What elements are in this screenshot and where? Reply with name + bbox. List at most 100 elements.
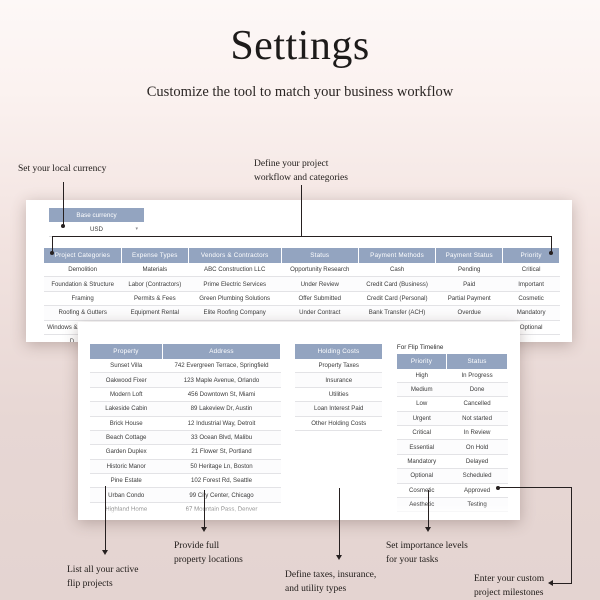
table-row[interactable]: Riverside Apt14 River St, Nashville (90, 516, 281, 520)
column-header-address[interactable]: Address (162, 344, 282, 359)
table-cell[interactable]: Sunset Villa (90, 359, 163, 374)
table-cell[interactable]: Equipment Rental (121, 305, 189, 321)
table-cell[interactable]: Prime Electric Services (188, 276, 282, 292)
table-cell[interactable]: Aesthetic (396, 497, 447, 513)
table-cell[interactable]: Structural (396, 511, 447, 520)
column-header-priority[interactable]: Priority (396, 353, 448, 369)
table-cell[interactable]: 12 Industrial Way, Detroit (162, 416, 281, 431)
table-cell[interactable]: Optional (396, 468, 447, 484)
table-cell[interactable]: Permits & Fees (121, 291, 189, 307)
table-cell[interactable]: Historic Manor (90, 459, 163, 475)
table-cell[interactable]: Mandatory (502, 305, 560, 321)
table-cell[interactable]: Important (502, 276, 560, 292)
table-cell[interactable]: Delayed (446, 454, 508, 470)
table-cell[interactable]: Materials (121, 263, 189, 278)
table-cell[interactable]: Foundation & Structure (44, 276, 122, 292)
table-cell[interactable]: Property Taxes (295, 359, 383, 374)
table-cell[interactable]: Framing (44, 291, 122, 307)
table-cell[interactable]: Low (396, 396, 447, 412)
table-cell[interactable]: In Review (446, 425, 508, 441)
table-cell[interactable]: On Hold (446, 439, 508, 455)
table-cell[interactable]: Cancelled (446, 396, 508, 412)
table-cell[interactable]: 89 Lakeview Dr, Austin (162, 401, 281, 417)
base-currency-widget[interactable]: Base currency USD ▾ (49, 208, 144, 237)
table-cell[interactable]: 50 Heritage Ln, Boston (162, 459, 281, 475)
table-cell[interactable]: Testing (446, 497, 508, 513)
table-cell[interactable]: 33 Ocean Blvd, Malibu (162, 430, 281, 446)
table-cell[interactable]: High (396, 368, 447, 383)
table-cell[interactable]: Other Holding Costs (295, 416, 383, 431)
table-cell[interactable]: Cash (358, 263, 436, 278)
column-header-payment-status[interactable]: Payment Status (435, 248, 504, 263)
table-cell[interactable]: Brick House (90, 416, 163, 431)
table-cell[interactable]: Credit Card (Business) (358, 276, 436, 292)
chevron-down-icon[interactable]: ▾ (135, 226, 138, 232)
table-row[interactable]: Loan Interest Paid (295, 401, 383, 417)
table-cell[interactable]: Credit Card (Personal) (358, 291, 436, 307)
table-cell[interactable]: Overdue (435, 305, 503, 321)
table-cell[interactable]: Demolition (44, 263, 122, 278)
column-header-project-categories[interactable]: Project Categories (44, 248, 122, 263)
table-cell[interactable]: Essential (396, 439, 447, 455)
table-cell[interactable]: Beach Cottage (90, 430, 163, 446)
table-cell[interactable]: Labor (Contractors) (121, 276, 189, 292)
table-cell[interactable]: Under Review (281, 276, 359, 292)
table-cell[interactable]: Opportunity Research (281, 263, 359, 278)
table-cell[interactable]: 123 Maple Avenue, Orlando (162, 372, 281, 388)
table-cell[interactable]: 67 Mountain Pass, Denver (162, 502, 281, 518)
table-cell[interactable]: Scheduled (446, 468, 508, 484)
table-cell[interactable]: Urban Condo (90, 487, 163, 503)
table-cell[interactable]: Green Plumbing Solutions (188, 291, 282, 307)
column-header-holding-costs[interactable]: Holding Costs (295, 344, 383, 359)
table-cell[interactable]: Medium (396, 382, 447, 398)
table-cell[interactable]: Oakwood Fixer (90, 372, 163, 388)
table-cell[interactable]: Roofing & Gutters (44, 305, 122, 321)
column-header-status[interactable]: Status (446, 353, 508, 369)
table-cell[interactable]: Partial Payment (435, 291, 503, 307)
table-cell[interactable]: Highland Home (90, 502, 163, 518)
table-row[interactable]: Insurance (295, 372, 383, 388)
table-cell[interactable]: Cosmetic (396, 483, 447, 498)
column-header-priority[interactable]: Priority (502, 248, 560, 263)
table-cell[interactable]: Under Contract (281, 305, 359, 321)
table-cell[interactable]: Pending (435, 263, 503, 278)
table-cell[interactable]: Approved (446, 483, 508, 498)
table-cell[interactable]: Pine Estate (90, 473, 163, 489)
table-row[interactable]: Property Taxes (295, 359, 383, 374)
table-cell[interactable]: Loan Interest Paid (295, 401, 383, 417)
table-cell[interactable]: Modern Loft (90, 387, 163, 403)
table-cell[interactable]: Critical (396, 425, 447, 441)
table-cell[interactable]: In Progress (446, 368, 508, 383)
column-header-property[interactable]: Property (90, 344, 163, 359)
table-cell[interactable]: 456 Downtown St, Miami (162, 387, 281, 403)
table-cell[interactable]: Offer Submitted (281, 291, 359, 307)
table-cell[interactable]: Utilities (295, 387, 383, 403)
table-cell[interactable]: Final Phase (446, 511, 508, 520)
table-cell[interactable]: Not started (446, 411, 508, 427)
table-cell[interactable]: Critical (502, 263, 560, 278)
